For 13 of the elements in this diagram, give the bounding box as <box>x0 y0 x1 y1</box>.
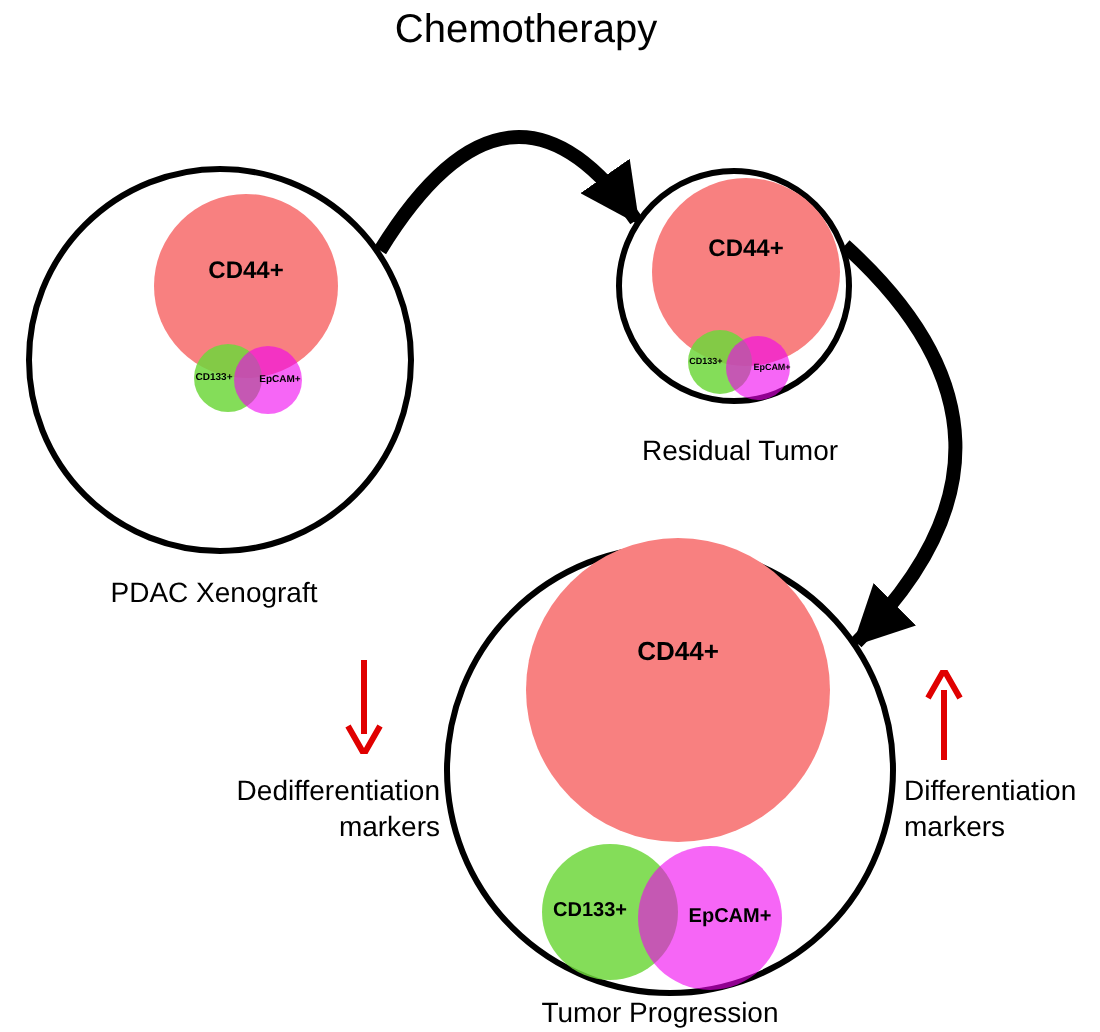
marker-label: Dedifferentiation markers <box>234 774 440 844</box>
curved-arrow <box>839 240 963 648</box>
population-circle: EpCAM+ <box>638 846 782 990</box>
node-label: PDAC Xenograft <box>110 576 318 608</box>
tumor-circle <box>444 544 896 996</box>
tumor-circle <box>616 168 852 404</box>
node-label: Tumor Progression <box>541 996 779 1028</box>
population-circle: CD133+ <box>542 844 678 980</box>
tumor-circle <box>26 166 414 554</box>
marker-label: Differentiation markers <box>904 774 1079 844</box>
curved-arrow <box>374 130 642 255</box>
population-circle: CD44+ <box>526 538 830 842</box>
node-label: Residual Tumor <box>641 434 839 466</box>
